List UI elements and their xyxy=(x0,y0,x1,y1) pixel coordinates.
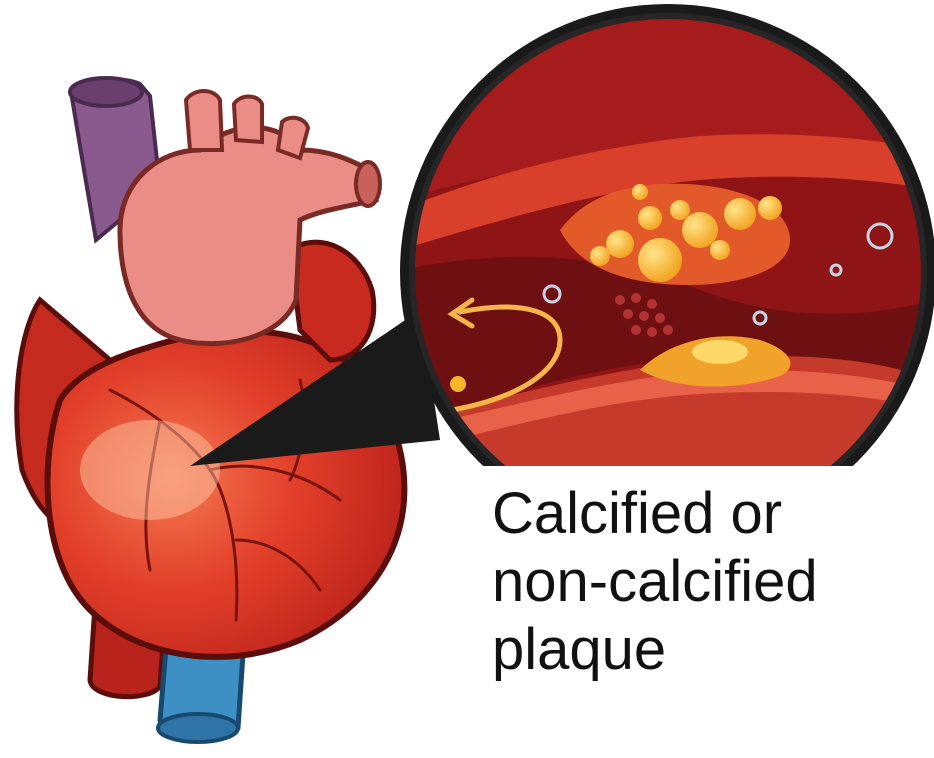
heart-highlight xyxy=(80,420,220,520)
caption-line-3: plaque xyxy=(492,616,818,684)
caption: Calcified or non-calcified plaque xyxy=(492,480,818,684)
vena-cava-opening xyxy=(70,78,142,106)
inferior-vena-cava-opening xyxy=(158,714,238,742)
caption-line-2: non-calcified xyxy=(492,548,818,616)
aorta-branch xyxy=(234,97,262,143)
aorta-branch xyxy=(186,91,222,150)
caption-line-1: Calcified or xyxy=(492,480,818,548)
plaque-lower-highlight xyxy=(692,340,748,364)
pulmonary-opening xyxy=(356,162,380,206)
aorta-branch xyxy=(278,118,308,158)
floating-particle xyxy=(450,376,466,392)
